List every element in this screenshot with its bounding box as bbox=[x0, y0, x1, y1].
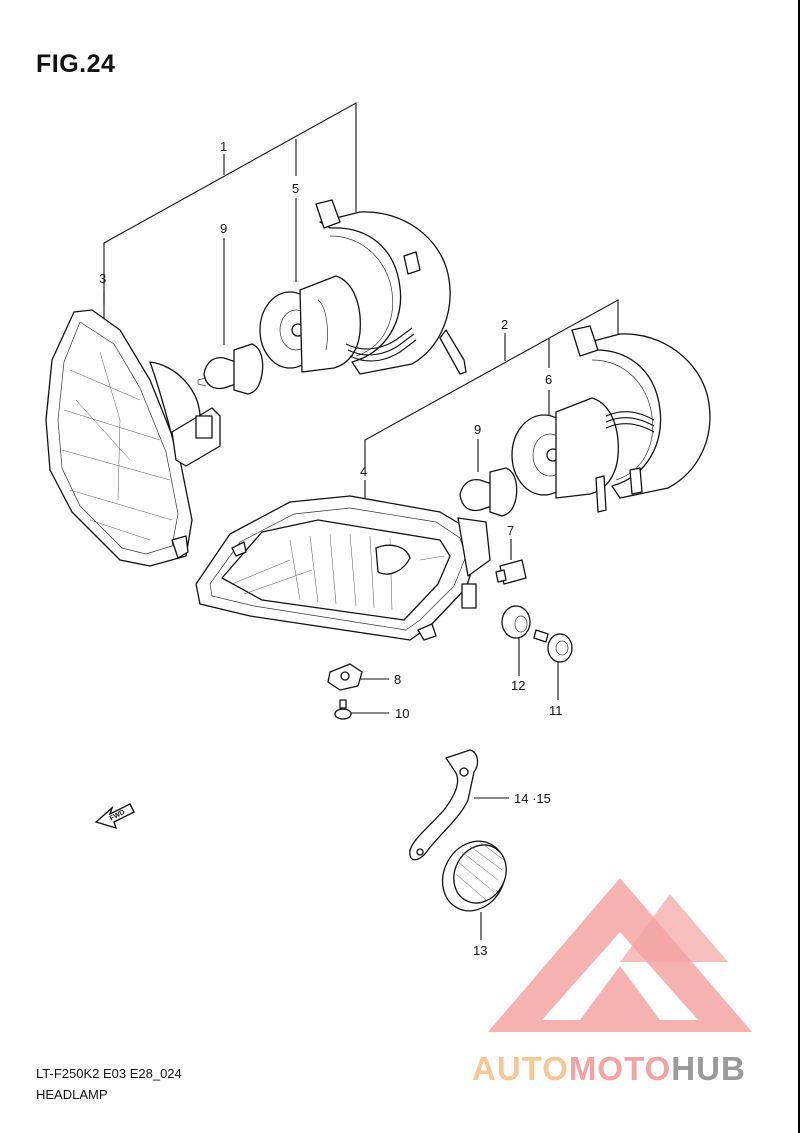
callout-1: 1 bbox=[220, 139, 227, 154]
clip-nut-7 bbox=[495, 559, 527, 585]
callout-9-upper: 9 bbox=[220, 221, 227, 236]
watermark-text: AUTOMOTOHUB bbox=[472, 1050, 746, 1088]
grommet-12 bbox=[501, 605, 531, 639]
headlamp-housing-upper bbox=[45, 309, 221, 567]
callout-2: 2 bbox=[501, 317, 508, 332]
section-name: HEADLAMP bbox=[36, 1087, 108, 1102]
figure-title: FIG.24 bbox=[36, 50, 116, 78]
callout-14-15: 14 ·15 bbox=[514, 791, 551, 806]
watermark-logo-icon bbox=[488, 878, 752, 1032]
bracket-14-15 bbox=[409, 749, 479, 861]
callout-13: 13 bbox=[473, 943, 487, 958]
watermark-text-part2: MOTO bbox=[568, 1050, 672, 1087]
headlamp-housing-lower bbox=[195, 495, 491, 641]
rear-cover-upper bbox=[315, 199, 467, 375]
watermark-text-part3: HUB bbox=[671, 1050, 746, 1087]
callout-labels: 1 5 9 3 2 6 9 4 7 8 10 12 11 14 ·15 13 bbox=[99, 139, 563, 958]
bulb-socket-lower bbox=[511, 397, 619, 499]
bulb-lower bbox=[459, 467, 518, 517]
bulb-socket-upper bbox=[259, 275, 361, 373]
callout-6: 6 bbox=[545, 372, 552, 387]
callout-10: 10 bbox=[395, 706, 409, 721]
callout-7: 7 bbox=[507, 523, 514, 538]
screw-10 bbox=[334, 699, 352, 720]
callout-3: 3 bbox=[99, 271, 106, 286]
clip-nut-8 bbox=[327, 663, 363, 691]
reflector-13 bbox=[441, 840, 507, 912]
callout-12: 12 bbox=[511, 678, 525, 693]
bulb-upper bbox=[197, 343, 264, 395]
forward-direction-marker: FWD bbox=[94, 803, 135, 830]
screw-11 bbox=[533, 629, 573, 663]
callout-11: 11 bbox=[549, 703, 563, 718]
model-code: LT-F250K2 E03 E28_024 bbox=[36, 1066, 182, 1081]
callout-8: 8 bbox=[394, 672, 401, 687]
rear-cover-lower bbox=[571, 325, 711, 513]
watermark-text-part1: AUTO bbox=[472, 1050, 569, 1087]
callout-5: 5 bbox=[292, 181, 299, 196]
callout-9-lower: 9 bbox=[474, 422, 481, 437]
callout-4: 4 bbox=[360, 464, 367, 479]
